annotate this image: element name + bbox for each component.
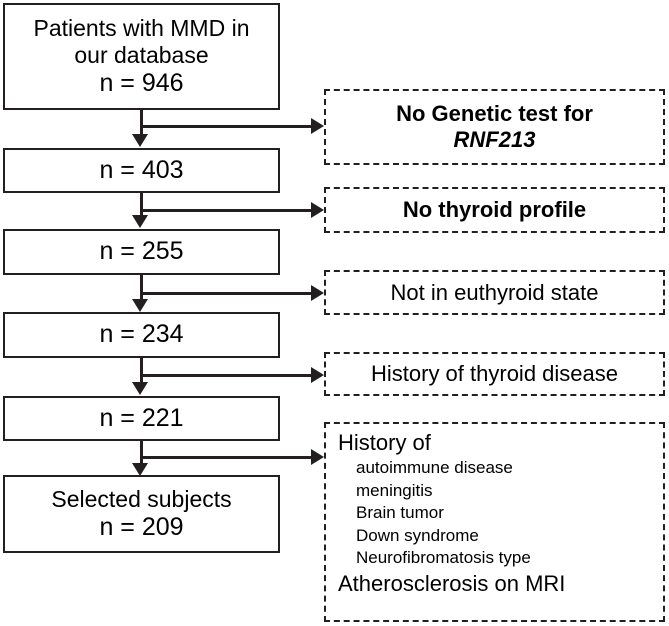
exclusion-history-of-heading: History of xyxy=(338,430,431,455)
arrowhead-234-to-221 xyxy=(132,382,148,395)
flow-node-source-line-1: Patients with MMD in xyxy=(33,14,250,41)
flow-node-source-line-2: our database xyxy=(74,41,209,68)
exclusion-history-of-item-5: Neurofibromatosis type xyxy=(356,548,531,568)
flow-node-source-count: n = 946 xyxy=(99,68,184,97)
exclusion-genetic-test-line-1: No Genetic test for xyxy=(396,101,593,127)
connector-255-to-234 xyxy=(140,275,143,301)
branch-line-no-thyroid-profile xyxy=(140,209,313,212)
arrowhead-255-to-234 xyxy=(132,299,148,312)
exclusion-history-of-item-list: autoimmune disease meningitis Brain tumo… xyxy=(338,457,531,570)
exclusion-history-of-item-4: Down syndrome xyxy=(356,525,479,545)
flow-node-234: n = 234 xyxy=(3,312,280,358)
exclusion-not-euthyroid-label: Not in euthyroid state xyxy=(390,279,599,305)
arrowhead-source-to-403 xyxy=(132,134,148,147)
flow-node-selected-label: Selected subjects xyxy=(51,485,232,512)
exclusion-genetic-test-gene-name: RNF213 xyxy=(453,127,536,152)
arrowhead-history-of xyxy=(311,449,324,465)
connector-234-to-221 xyxy=(140,358,143,384)
branch-line-history-of xyxy=(140,456,313,459)
flow-node-source: Patients with MMD in our database n = 94… xyxy=(3,3,280,110)
exclusion-thyroid-disease-history-label: History of thyroid disease xyxy=(371,361,618,387)
exclusion-box-genetic-test: No Genetic test for RNF213 xyxy=(324,89,665,165)
arrowhead-not-euthyroid xyxy=(311,285,324,301)
exclusion-history-of-footer: Atherosclerosis on MRI xyxy=(338,571,566,596)
flow-node-403: n = 403 xyxy=(3,148,280,193)
arrowhead-thyroid-disease-history xyxy=(311,367,324,383)
exclusion-box-no-thyroid-profile: No thyroid profile xyxy=(324,187,665,233)
arrowhead-genetic-test xyxy=(311,118,324,134)
branch-line-not-euthyroid xyxy=(140,292,313,295)
connector-source-to-403 xyxy=(140,110,143,136)
branch-line-thyroid-disease-history xyxy=(140,374,313,377)
flow-node-selected-count: n = 209 xyxy=(99,512,184,541)
flow-node-403-count: n = 403 xyxy=(99,155,184,184)
connector-403-to-255 xyxy=(140,193,143,217)
flow-node-255: n = 255 xyxy=(3,229,280,275)
exclusion-box-not-euthyroid: Not in euthyroid state xyxy=(324,270,665,315)
branch-line-genetic-test xyxy=(140,125,313,128)
flow-node-selected: Selected subjects n = 209 xyxy=(3,475,280,553)
arrowhead-403-to-255 xyxy=(132,215,148,228)
flow-node-255-count: n = 255 xyxy=(99,237,184,266)
arrowhead-221-to-selected xyxy=(132,463,148,476)
exclusion-history-of-item-3: Brain tumor xyxy=(356,503,444,523)
exclusion-history-of-item-1: autoimmune disease xyxy=(356,457,513,477)
arrowhead-no-thyroid-profile xyxy=(311,202,324,218)
exclusion-history-of-item-2: meningitis xyxy=(356,480,433,500)
exclusion-box-history-of: History of autoimmune disease meningitis… xyxy=(324,422,665,622)
flow-node-221: n = 221 xyxy=(3,396,280,441)
flow-node-234-count: n = 234 xyxy=(99,320,184,349)
flow-node-221-count: n = 221 xyxy=(99,403,184,432)
exclusion-box-thyroid-disease-history: History of thyroid disease xyxy=(324,352,665,396)
connector-221-to-selected xyxy=(140,441,143,465)
exclusion-no-thyroid-profile-label: No thyroid profile xyxy=(402,197,587,223)
